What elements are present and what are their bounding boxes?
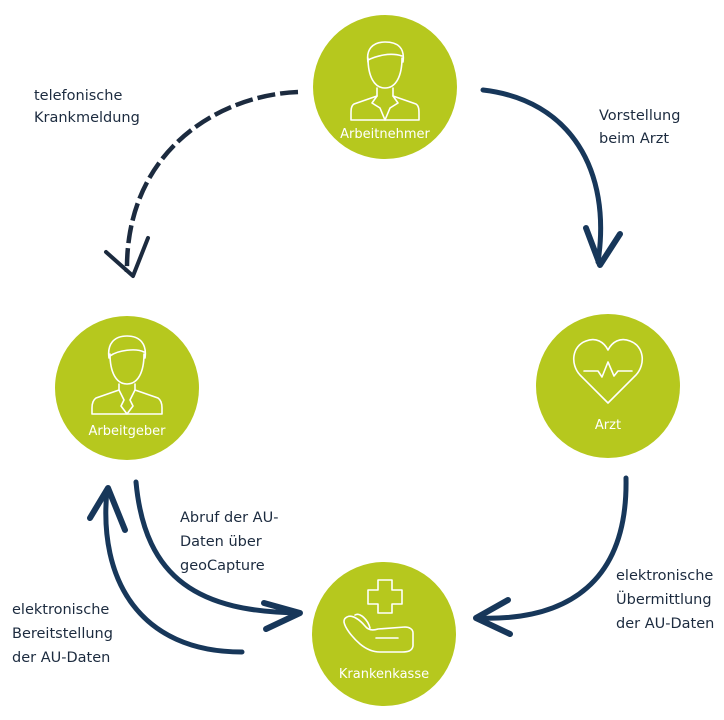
employer-person-tie-icon [91,335,163,415]
label-line: Daten über [180,534,262,550]
arrow-head-icon [473,597,513,637]
label-line: elektronische [12,602,109,618]
node-arbeitnehmer: Arbeitnehmer [313,15,457,159]
node-label: Krankenkasse [339,667,429,682]
node-circle [313,15,457,159]
node-arbeitgeber: Arbeitgeber [55,316,199,460]
edge-vorstellung-beim-arzt [480,87,623,268]
label-line: der AU-Daten [616,616,714,632]
heart-pulse-icon [573,338,643,404]
node-label: Arbeitgeber [88,424,166,439]
edge-abruf-au-daten [133,479,303,632]
edge-telefonische-krankmeldung [104,89,299,278]
employee-person-icon [350,41,420,121]
arrow-line [103,487,245,655]
label-vorstellung-beim-arzt: Vorstellung beim Arzt [599,108,680,147]
node-arzt: Arzt [536,314,680,458]
label-line: geoCapture [180,558,265,574]
arrow-head-icon [261,600,303,632]
label-elektronische-uebermittlung: elektronische Übermittlung der AU-Daten [616,568,714,632]
node-circle [312,562,456,706]
dashed-arrow-line [124,89,299,273]
label-elektronische-bereitstellung: elektronische Bereitstellung der AU-Date… [12,602,113,666]
arrow-line [480,87,604,265]
label-line: der AU-Daten [12,650,110,666]
edge-elektronische-bereitstellung [87,485,245,655]
label-abruf-au-daten: Abruf der AU- Daten über geoCapture [180,510,278,574]
label-line: Krankmeldung [34,110,140,126]
label-line: Vorstellung [599,108,680,124]
node-krankenkasse: Krankenkasse [312,562,456,706]
edge-elektronische-uebermittlung [473,475,629,637]
label-line: elektronische [616,568,713,584]
node-circle [536,314,680,458]
label-line: beim Arzt [599,131,669,147]
node-circle [55,316,199,460]
node-label: Arzt [595,418,621,433]
label-line: Abruf der AU- [180,510,278,526]
label-line: Bereitstellung [12,626,113,642]
label-line: Übermittlung [616,590,712,608]
arrow-line [133,479,303,616]
label-line: telefonische [34,88,122,104]
arrow-head-icon [87,485,128,533]
arrow-head-icon [104,236,150,278]
hand-cross-icon [343,579,414,653]
node-label: Arbeitnehmer [340,127,430,142]
arrow-line [473,475,629,621]
label-telefonische-krankmeldung: telefonische Krankmeldung [34,88,140,126]
arrow-head-icon [583,225,623,268]
